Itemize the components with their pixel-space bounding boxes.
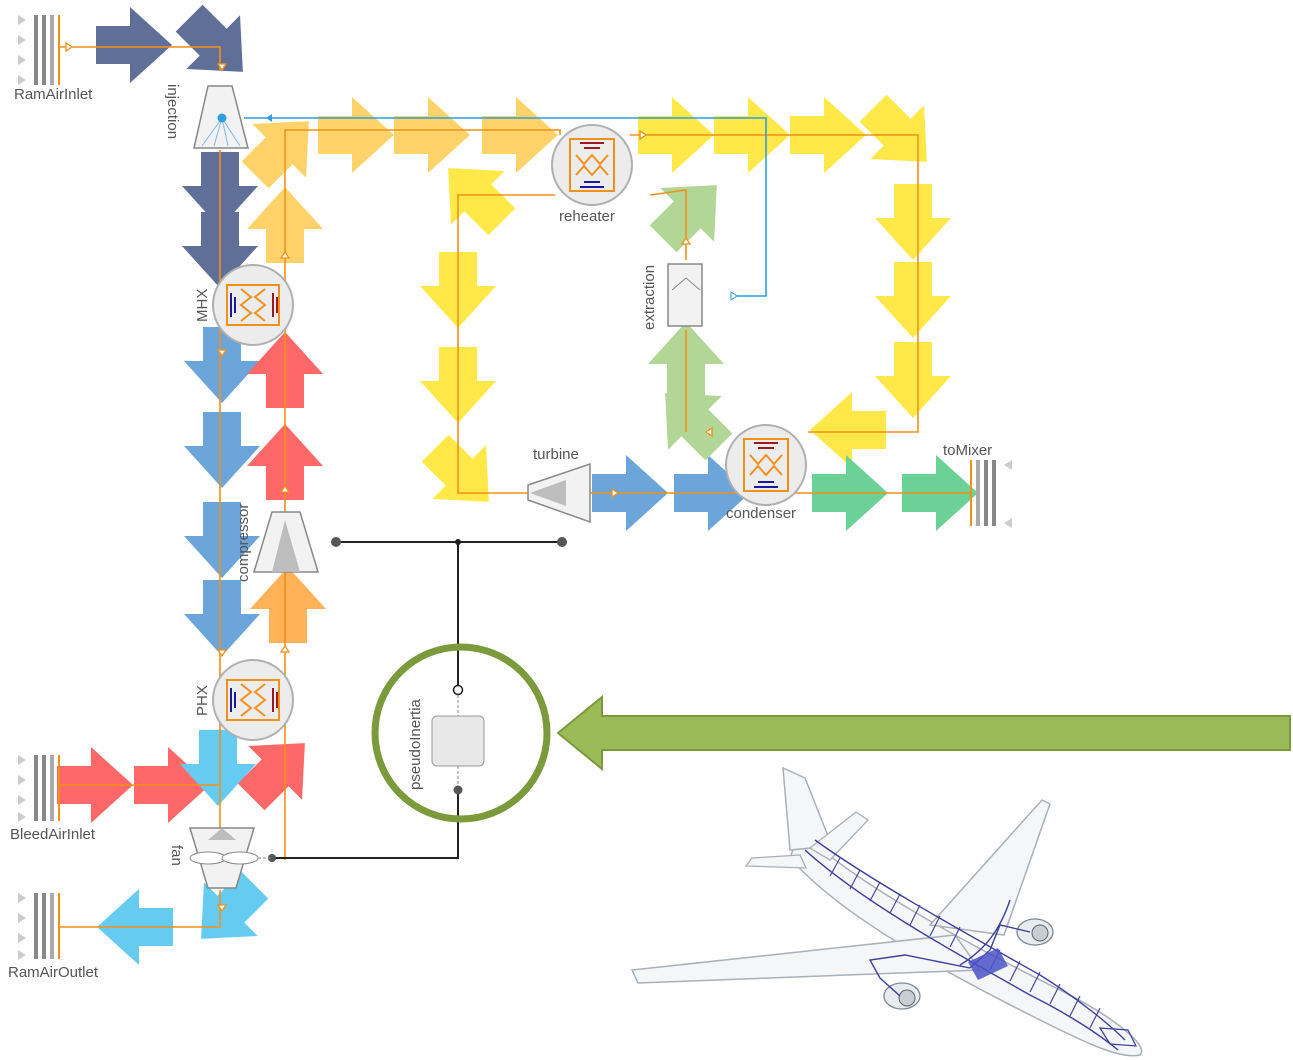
mhx-component[interactable]: MHX bbox=[194, 264, 294, 346]
compressor-label: compressor bbox=[235, 504, 252, 582]
heat-exchanger-icon bbox=[725, 424, 807, 506]
bleed-air-inlet-boundary[interactable]: BleedAirInlet bbox=[10, 755, 96, 843]
signal-line bbox=[244, 117, 767, 297]
bleed-air-inlet-label: BleedAirInlet bbox=[10, 826, 96, 843]
flow-arrow-cold bbox=[184, 412, 260, 488]
flow-arrow-condensate bbox=[636, 158, 744, 266]
flow-arrow-yellow bbox=[810, 392, 886, 468]
reheater-label: reheater bbox=[559, 208, 615, 225]
flow-arrow-cold bbox=[184, 580, 260, 656]
flow-arrow-yellow bbox=[875, 262, 951, 338]
fan-label: fan bbox=[168, 845, 185, 866]
flow-arrow-yellow bbox=[875, 342, 951, 418]
phx-component[interactable]: PHX bbox=[194, 659, 294, 741]
to-mixer-label: toMixer bbox=[943, 442, 992, 459]
compressor-component[interactable]: compressor bbox=[235, 504, 320, 582]
pseudo-inertia-component[interactable]: pseudoInertia bbox=[371, 643, 551, 823]
reheater-component[interactable]: reheater bbox=[551, 124, 633, 225]
shaft-flange bbox=[557, 537, 567, 547]
mhx-label: MHX bbox=[194, 289, 211, 322]
condenser-component[interactable]: condenser bbox=[725, 424, 807, 522]
inertia-icon bbox=[431, 684, 485, 795]
injection-label: injection bbox=[164, 84, 181, 139]
turbine-icon bbox=[527, 462, 591, 524]
flow-arrow-warm bbox=[318, 97, 394, 173]
ram-air-inlet-label: RamAirInlet bbox=[14, 86, 93, 103]
ram-air-inlet-boundary[interactable]: RamAirInlet bbox=[14, 15, 93, 103]
ram-air-outlet-label: RamAirOutlet bbox=[8, 964, 99, 981]
boundary-icon bbox=[18, 893, 60, 960]
pseudo-inertia-label: pseudoInertia bbox=[407, 698, 424, 790]
phx-label: PHX bbox=[194, 685, 211, 716]
boundary-icon bbox=[18, 755, 60, 822]
injection-component[interactable]: injection bbox=[164, 84, 249, 149]
flow-arrow-warm bbox=[482, 97, 558, 173]
pointer-arrow bbox=[556, 694, 1291, 772]
injection-icon bbox=[193, 85, 249, 149]
shaft-flange bbox=[268, 854, 276, 862]
airplane-icon bbox=[630, 766, 1143, 1057]
turbine-component[interactable]: turbine bbox=[527, 446, 591, 524]
flow-arrow-yellow bbox=[875, 184, 951, 260]
port-marker bbox=[266, 114, 272, 122]
turbine-label: turbine bbox=[533, 446, 579, 463]
heat-exchanger-icon bbox=[551, 124, 633, 206]
port-marker bbox=[730, 291, 738, 301]
heat-exchanger-icon bbox=[212, 659, 294, 741]
extraction-component[interactable]: extraction bbox=[641, 263, 703, 330]
shaft-node bbox=[455, 539, 461, 545]
fan-icon bbox=[188, 827, 272, 889]
boundary-icon bbox=[970, 460, 1012, 528]
flow-arrow-ram-air bbox=[96, 7, 172, 83]
shaft-flange bbox=[331, 537, 341, 547]
heat-exchanger-icon bbox=[212, 264, 294, 346]
condenser-label: condenser bbox=[726, 505, 796, 522]
compressor-icon bbox=[252, 511, 320, 573]
highlight-circle bbox=[371, 643, 551, 823]
fan-component[interactable]: fan bbox=[168, 827, 272, 889]
boundary-icon bbox=[18, 15, 60, 85]
ram-air-outlet-boundary[interactable]: RamAirOutlet bbox=[8, 893, 99, 981]
flow-arrow-compressed bbox=[250, 567, 326, 643]
to-mixer-boundary[interactable]: toMixer bbox=[943, 442, 1012, 528]
port-markers bbox=[65, 41, 713, 913]
flow-arrow-yellow bbox=[408, 421, 516, 529]
extraction-icon bbox=[667, 263, 703, 327]
extraction-label: extraction bbox=[641, 265, 658, 330]
flow-arrow-warm bbox=[394, 97, 470, 173]
shafts bbox=[272, 541, 562, 859]
